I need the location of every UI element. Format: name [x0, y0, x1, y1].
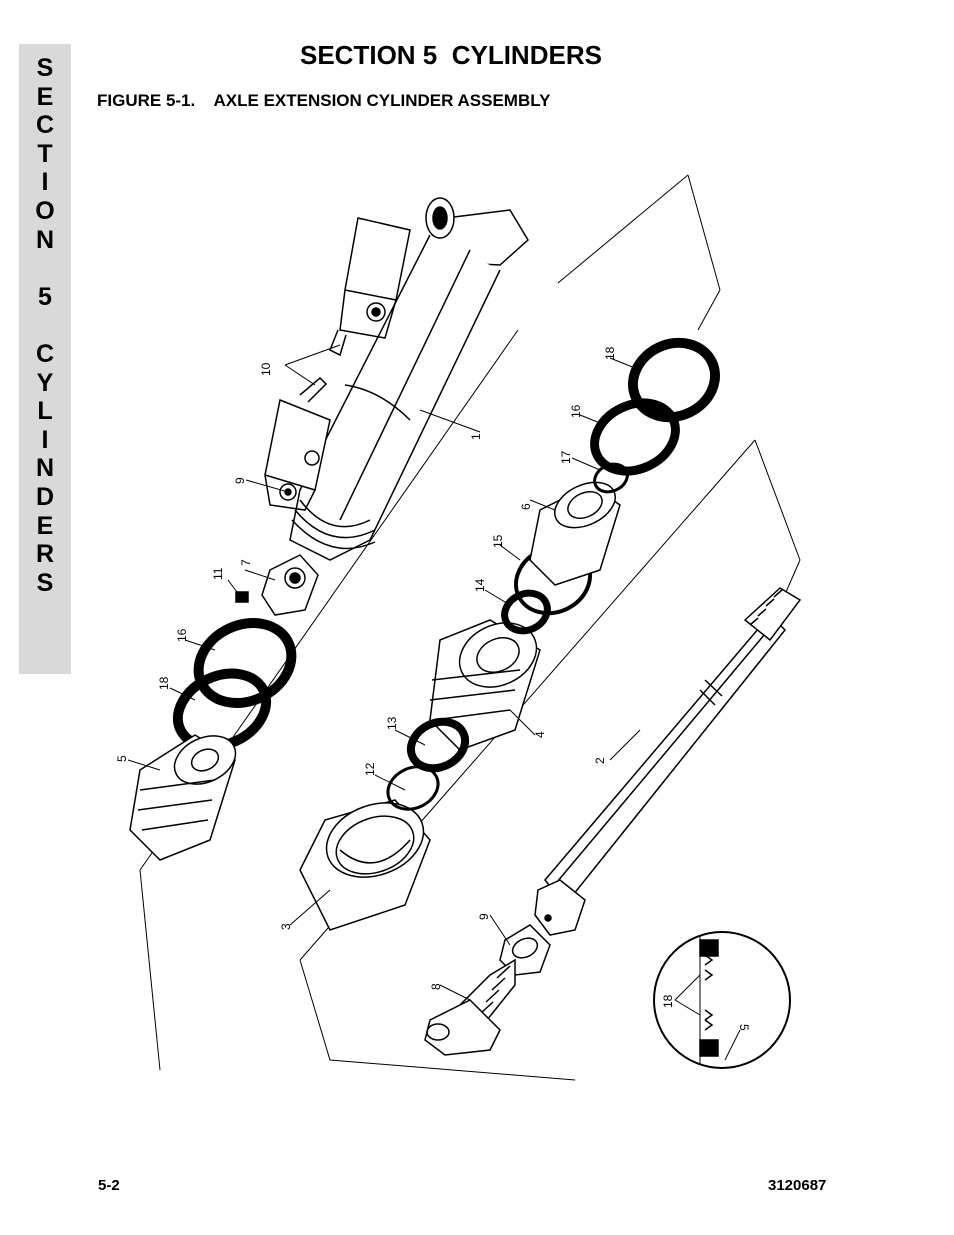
document-number: 3120687 [768, 1177, 827, 1194]
fitting-and-plug [235, 554, 319, 616]
callout-18a: 18 [157, 676, 171, 690]
callout-17: 17 [559, 450, 573, 464]
callout-18b: 18 [603, 346, 617, 360]
cylinder-barrel [264, 197, 529, 561]
side-tab-letter: I [41, 168, 49, 197]
side-tab-letter: Y [36, 368, 54, 397]
callout-12: 12 [363, 762, 377, 776]
callout-7: 7 [239, 559, 253, 566]
side-tab-letter: T [37, 139, 53, 168]
figure-title: FIGURE 5-1. AXLE EXTENSION CYLINDER ASSE… [97, 91, 551, 110]
side-tab-letter: S [36, 568, 54, 597]
side-tab-letter: D [35, 482, 55, 511]
callout-5: 5 [115, 755, 129, 762]
side-tab-letter: S [36, 54, 54, 82]
side-tab-letter: E [36, 511, 54, 540]
page-number: 5-2 [98, 1177, 120, 1194]
callout-11: 11 [211, 567, 225, 580]
callout-9b: 9 [477, 913, 491, 920]
side-tab-letter: O [35, 196, 55, 225]
side-tab-letter: R [35, 540, 55, 569]
callout-5b: 5 [737, 1024, 751, 1031]
section-side-tab: S E C T I O N 5 C Y L I N D E R S [19, 44, 71, 674]
callout-10: 10 [259, 362, 273, 376]
side-tab-letter: L [37, 397, 53, 426]
cylinder-nut [299, 799, 431, 931]
seal-detail-inset [653, 931, 791, 1069]
callout-13: 13 [385, 716, 399, 730]
spacer-and-rod-seals [529, 337, 720, 586]
rod-end-fittings [424, 924, 551, 1056]
callout-16b: 16 [569, 404, 583, 418]
callout-4: 4 [533, 731, 547, 738]
side-tab-letter: I [41, 425, 49, 454]
side-tab-letter: N [35, 225, 55, 254]
head-seal-rings [172, 618, 297, 752]
side-tab-letter: N [35, 454, 55, 483]
side-tab-letter [19, 254, 71, 283]
callout-16a: 16 [175, 628, 189, 642]
callout-3: 3 [279, 923, 293, 930]
callout-9a: 9 [233, 477, 247, 484]
side-tab-letters: S E C T I O N 5 C Y L I N D E R S [19, 54, 71, 597]
section-title: SECTION 5 CYLINDERS [300, 40, 602, 70]
side-tab-letter: C [35, 339, 55, 368]
callout-leader-lines [127, 344, 641, 1001]
callout-8: 8 [429, 983, 443, 990]
cylinder-head [129, 734, 237, 861]
piston-rod [534, 587, 802, 936]
piston-and-seals [386, 544, 592, 811]
side-tab-letter: E [36, 82, 54, 111]
callout-1: 1 [469, 433, 483, 440]
callout-labels: 1 10 9 7 11 16 18 5 3 12 13 14 15 4 2 6 … [115, 346, 751, 1031]
side-tab-letter: C [35, 111, 55, 140]
side-tab-letter: 5 [38, 282, 52, 311]
callout-2: 2 [593, 757, 607, 764]
side-tab-letter [19, 311, 71, 340]
exploded-assembly-diagram: 1 10 9 7 11 16 18 5 3 12 13 14 15 4 2 6 … [115, 174, 802, 1081]
callout-6: 6 [519, 503, 533, 510]
callout-14: 14 [473, 578, 487, 592]
callout-18c: 18 [661, 994, 675, 1008]
callout-15: 15 [491, 534, 505, 548]
